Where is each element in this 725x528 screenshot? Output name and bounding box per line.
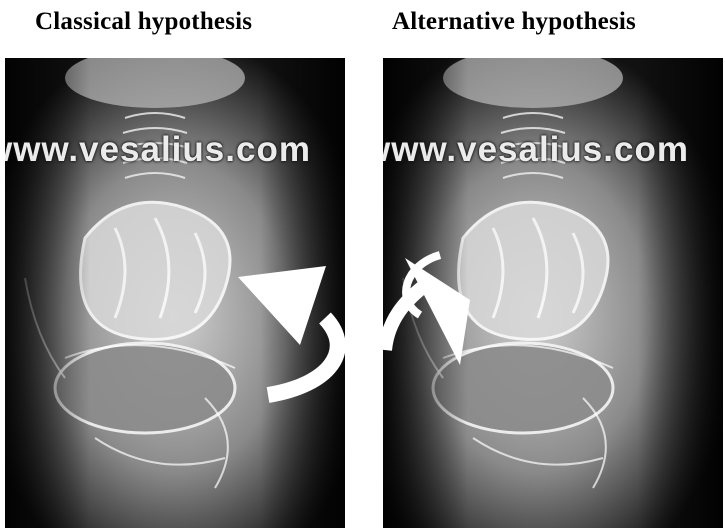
abdomen-illustration-right [383, 58, 723, 528]
left-panel-title: Classical hypothesis [35, 8, 252, 36]
alternative-hypothesis-image: www.vesalius.com [383, 58, 723, 528]
abdomen-illustration-left [5, 58, 345, 528]
watermark-right: www.vesalius.com [383, 130, 723, 170]
classical-hypothesis-image: www.vesalius.com [5, 58, 345, 528]
watermark-left: www.vesalius.com [5, 130, 345, 170]
right-panel-title: Alternative hypothesis [392, 8, 636, 36]
